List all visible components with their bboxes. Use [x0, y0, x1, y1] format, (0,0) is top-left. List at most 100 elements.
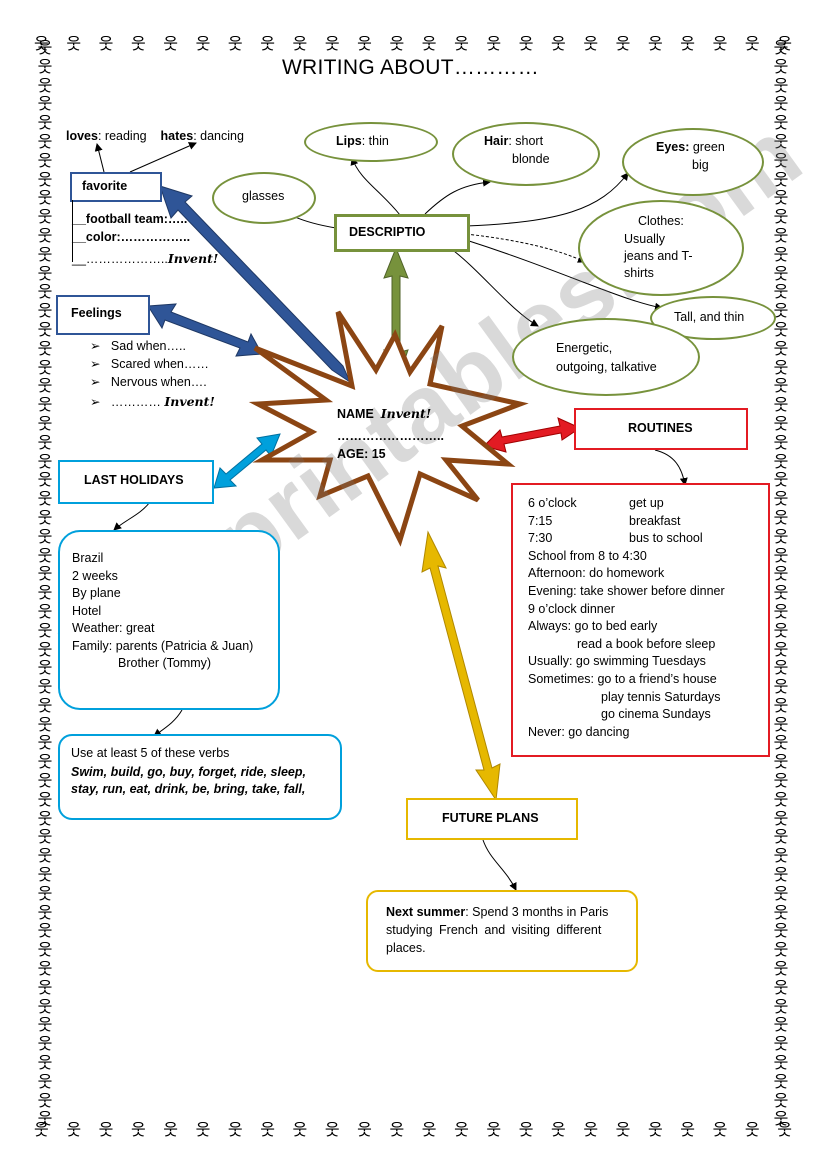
- border-figure-icon: 웃: [773, 923, 789, 941]
- border-figure-icon: 웃: [37, 885, 53, 903]
- border-figure-icon: 웃: [37, 998, 53, 1016]
- border-figure-icon: 웃: [163, 1122, 178, 1139]
- border-figure-icon: 웃: [773, 133, 789, 151]
- border-figure-icon: 웃: [773, 735, 789, 753]
- hates-value: : dancing: [193, 129, 244, 143]
- border-figure-icon: 웃: [773, 152, 789, 170]
- hair-text-2: blonde: [512, 152, 550, 166]
- holiday-line: Hotel: [72, 604, 102, 618]
- border-figure-icon: 웃: [773, 1092, 789, 1110]
- border-figure-icon: 웃: [773, 998, 789, 1016]
- connector-line: [424, 178, 491, 215]
- border-figure-icon: 웃: [37, 867, 53, 885]
- color-item: __color:……………..: [72, 230, 191, 244]
- routine-detail: play tennis Saturdays: [601, 689, 721, 704]
- border-figure-icon: 웃: [773, 754, 789, 772]
- border-figure-icon: 웃: [615, 36, 631, 53]
- border-figure-icon: 웃: [773, 641, 789, 659]
- verbs-line: Swim, build, go, buy, forget, ride, slee…: [71, 765, 306, 779]
- border-figure-icon: 웃: [37, 321, 53, 339]
- border-figure-icon: 웃: [37, 378, 53, 396]
- border-figure-icon: 웃: [773, 1073, 789, 1091]
- clothes-line: Usually: [624, 232, 665, 246]
- border-figure-icon: 웃: [773, 848, 789, 866]
- border-figure-icon: 웃: [37, 528, 53, 546]
- border-figure-icon: 웃: [773, 115, 789, 133]
- border-figure-icon: 웃: [98, 1122, 114, 1139]
- border-figure-icon: 웃: [37, 227, 53, 245]
- border-figure-icon: 웃: [37, 434, 53, 452]
- border-figure-icon: 웃: [773, 1055, 789, 1073]
- eyes-ellipse: Eyes: green big: [622, 128, 764, 196]
- border-figure-icon: 웃: [37, 679, 53, 697]
- border-figure-icon: 웃: [773, 679, 789, 697]
- clothes-line: Clothes:: [638, 214, 684, 228]
- border-figure-icon: 웃: [773, 603, 789, 621]
- description-label: DESCRIPTIO: [349, 225, 426, 239]
- border-figure-icon: 웃: [551, 1122, 566, 1139]
- hair-ellipse: Hair: short blonde: [452, 122, 600, 186]
- glasses-text: glasses: [242, 189, 285, 203]
- routine-line: Never: go dancing: [528, 724, 630, 739]
- routine-detail: get up: [629, 496, 664, 510]
- border-figure-icon: 웃: [37, 829, 53, 847]
- border-figure-icon: 웃: [37, 585, 53, 603]
- border-figure-icon: 웃: [37, 1036, 53, 1054]
- routine-line: 7:30: [528, 531, 553, 546]
- future-label: FUTURE PLANS: [442, 811, 539, 825]
- border-figure-icon: 웃: [34, 36, 49, 53]
- border-figure-icon: 웃: [773, 491, 789, 509]
- routine-line: School from 8 to 4:30: [528, 548, 647, 563]
- border-figure-icon: 웃: [324, 1122, 340, 1139]
- border-figure-icon: 웃: [37, 641, 53, 659]
- border-figure-icon: 웃: [773, 773, 789, 791]
- routines-label: ROUTINES: [628, 421, 693, 435]
- border-figure-icon: 웃: [66, 1122, 82, 1139]
- border-figure-icon: 웃: [773, 40, 789, 57]
- arrow-holidays: [213, 433, 281, 489]
- border-figure-icon: 웃: [37, 622, 53, 640]
- border-figure-icon: 웃: [37, 265, 53, 283]
- future-box: FUTURE PLANS: [406, 798, 578, 840]
- invent-item: __………………..Invent!: [72, 251, 219, 266]
- border-figure-icon: 웃: [773, 321, 789, 339]
- border-figure-icon: 웃: [773, 415, 789, 433]
- clothes-line: jeans and T-: [624, 249, 693, 263]
- connector-line: [350, 157, 401, 216]
- holiday-line: By plane: [72, 586, 121, 600]
- border-figure-icon: 웃: [773, 190, 789, 208]
- border-figure-icon: 웃: [260, 1122, 275, 1139]
- border-figure-icon: 웃: [37, 133, 53, 151]
- border-figure-icon: 웃: [777, 1122, 792, 1139]
- routine-detail: bus to school: [629, 531, 703, 546]
- border-figure-icon: 웃: [37, 547, 53, 565]
- hates-label: hates: [160, 129, 194, 143]
- border-figure-icon: 웃: [37, 566, 53, 584]
- energetic-ellipse: Energetic, outgoing, talkative: [512, 318, 700, 396]
- lips-text: Lips: thin: [336, 134, 389, 148]
- border-figure-icon: 웃: [773, 209, 789, 227]
- border-figure-icon: 웃: [773, 303, 789, 321]
- border-figure-icon: 웃: [773, 697, 789, 715]
- verbs-intro: Use at least 5 of these verbs: [71, 746, 230, 760]
- border-figure-icon: 웃: [773, 1017, 789, 1035]
- border-figure-icon: 웃: [773, 359, 789, 377]
- border-figure-icon: 웃: [773, 397, 789, 415]
- border-figure-icon: 웃: [454, 36, 469, 53]
- border-figure-icon: 웃: [37, 791, 53, 809]
- border-figure-icon: 웃: [773, 171, 789, 189]
- border-figure-icon: 웃: [37, 284, 53, 302]
- routine-line: 9 o’clock dinner: [528, 601, 615, 616]
- border-figure-icon: 웃: [37, 961, 53, 979]
- border-figure-icon: 웃: [37, 979, 53, 997]
- border-figure-icon: 웃: [680, 36, 695, 53]
- border-figure-icon: 웃: [773, 791, 789, 809]
- border-figure-icon: 웃: [292, 36, 308, 53]
- tall-text: Tall, and thin: [674, 310, 745, 324]
- holidays-panel: Brazil 2 weeks By plane Hotel Weather: g…: [58, 530, 280, 710]
- border-figure-icon: 웃: [37, 1092, 53, 1110]
- connector-line: [654, 449, 688, 486]
- border-figure-icon: 웃: [773, 509, 789, 527]
